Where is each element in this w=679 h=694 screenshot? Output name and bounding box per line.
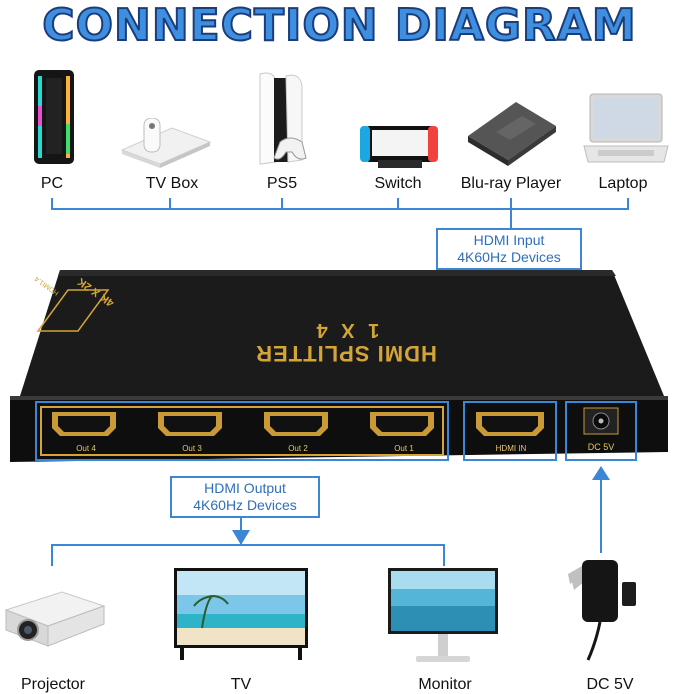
input-callout-line2: 4K60Hz Devices	[457, 249, 561, 265]
display-label-monitor: Monitor	[418, 676, 472, 693]
source-label-bluray: Blu-ray Player	[460, 175, 562, 192]
display-label-projector: Projector	[20, 676, 86, 693]
input-callout: HDMI Input 4K60Hz Devices	[436, 228, 582, 270]
port-dc-5v: DC 5V	[587, 442, 615, 452]
port-out-2: Out 2	[288, 444, 308, 453]
hdmi-splitter-device	[10, 270, 668, 462]
ps5-console-icon	[259, 72, 307, 165]
output-callout: HDMI Output 4K60Hz Devices	[170, 476, 320, 518]
power-label: DC 5V	[586, 676, 634, 693]
port-out-4: Out 4	[76, 444, 96, 453]
source-label-ps5: PS5	[266, 175, 298, 192]
power-adapter-icon	[568, 560, 636, 661]
port-shapes	[52, 407, 619, 436]
pc-tower-icon	[34, 70, 74, 164]
port-out-1: Out 1	[394, 444, 414, 453]
output-callout-line1: HDMI Output	[204, 480, 286, 496]
monitor-icon	[388, 568, 498, 662]
display-label-tv: TV	[230, 676, 252, 693]
projector-icon	[4, 591, 106, 647]
bluray-player-icon	[468, 102, 556, 166]
port-hdmi-in: HDMI IN	[495, 444, 527, 453]
laptop-icon	[583, 93, 669, 163]
tv-box-icon	[120, 118, 212, 168]
switch-console-icon	[360, 126, 438, 168]
splitter-subtitle: 1 X 4	[312, 319, 380, 341]
source-label-pc: PC	[40, 175, 64, 192]
output-callout-line2: 4K60Hz Devices	[193, 497, 297, 513]
port-out-3: Out 3	[182, 444, 202, 453]
source-label-switch: Switch	[374, 175, 422, 192]
page-title: CONNECTION DIAGRAM	[41, 0, 637, 52]
source-label-laptop: Laptop	[598, 175, 648, 192]
splitter-title: HDMI SPLITTER	[255, 341, 437, 366]
tv-icon	[174, 568, 308, 660]
input-callout-line1: HDMI Input	[473, 232, 545, 248]
source-label-tv-box: TV Box	[145, 175, 199, 192]
